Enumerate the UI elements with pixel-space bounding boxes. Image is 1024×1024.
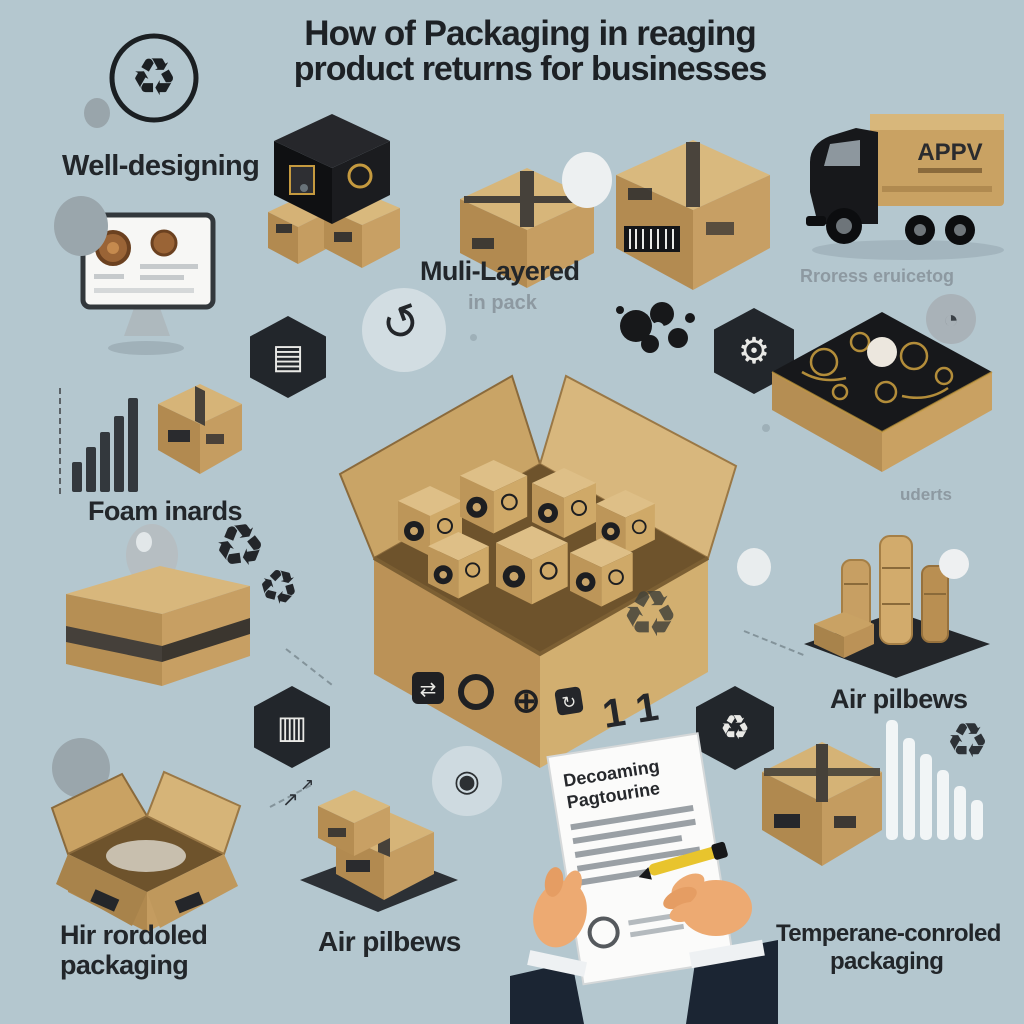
central-open-box-illustration: ♻ ⇄ ⊕ 1 1 ↻ [338, 374, 738, 768]
chart-bar [920, 754, 932, 840]
decor-dot [762, 424, 770, 432]
left-hand [510, 867, 588, 1024]
truck-trailer-text: APPV [917, 139, 982, 166]
label-temp-controlled-line2: packaging [830, 948, 944, 975]
layers-icon: ▤ [271, 338, 305, 376]
label-multi-layered: Muli-Layered [420, 256, 580, 286]
decor-blob [54, 196, 108, 256]
chart-bar [937, 770, 949, 840]
chart-bar [903, 738, 915, 840]
stamp-arrows-icon: ⇄ [420, 679, 437, 701]
chart-axis [59, 388, 61, 494]
recycle-glyph: ♻ [131, 49, 178, 107]
pen-icon [638, 841, 728, 880]
chart-bar [954, 786, 966, 840]
chart-bar [114, 416, 124, 492]
hex-badge-recycle: ♻ [696, 686, 774, 770]
chart-bar [72, 462, 82, 492]
box-recycle-stamp-icon: ♻ [621, 578, 678, 650]
label-temp-controlled-line1: Temperane-conroled [776, 920, 1001, 947]
decor-blob [562, 152, 612, 208]
label-in-pack: in pack [468, 292, 537, 314]
gear-icon: ⚙ [737, 330, 771, 371]
chart-bar [86, 447, 96, 492]
right-hand [663, 873, 778, 1024]
chart-bar [886, 720, 898, 840]
chart-bar [971, 800, 983, 840]
label-air-pillows-bottom: Air pilbews [318, 926, 461, 957]
label-air-controlled-line2: packaging [60, 950, 189, 980]
stamp-plus-icon: ⊕ [512, 682, 541, 720]
decor-dot [470, 334, 477, 341]
title-line-1: How of Packaging in reaging [304, 14, 756, 53]
dot-circle-badge: ◉ [432, 746, 502, 816]
page-title: How of Packaging in reaging product retu… [140, 14, 920, 89]
arrow-up-icon: ↗ [300, 775, 315, 794]
recycle-logo-icon: ♻ [109, 33, 199, 123]
label-well-designing: Well-designing [62, 150, 260, 182]
chart-bar [128, 398, 138, 492]
delivery-truck-illustration: APPV [806, 114, 1004, 260]
decline-bar-chart [886, 710, 988, 840]
ornate-box-illustration [771, 312, 993, 472]
stamp-numbers: 1 1 [600, 685, 662, 737]
recycle-icon: ♻ [719, 709, 751, 747]
signing-document-illustration: Decoaming Pagtourine [510, 732, 778, 1024]
label-foam-inserts: Foam inards [88, 496, 243, 526]
small-box-illustration [158, 384, 242, 474]
hex-badge-grid: ▥ [254, 686, 330, 768]
quarter-circle-badge: ◔ [926, 294, 976, 344]
ink-splat-icon [616, 302, 695, 353]
truck-window [824, 140, 860, 166]
label-air-controlled-line1: Hir rordoled [60, 920, 208, 950]
label-process-printing: Rroress eruicetog [800, 266, 955, 286]
decor-blob-highlight [136, 532, 152, 552]
chart-bar [100, 432, 110, 492]
dot-icon: ◉ [453, 764, 481, 798]
stamp-rotate-icon: ↻ [561, 692, 578, 713]
cross-tape-box-illustration [460, 168, 594, 288]
stacked-boxes-illustration [300, 790, 458, 912]
hex-badge-layers: ▤ [250, 316, 326, 398]
monitor-illustration [80, 212, 216, 355]
grid-icon: ▥ [276, 709, 308, 745]
decor-blob [84, 98, 110, 128]
open-box-illustration [50, 770, 242, 932]
cork-towers-illustration [804, 535, 990, 678]
recycle-icon: ♻ [946, 715, 990, 768]
black-cube-stack-illustration [268, 114, 400, 268]
swirl-circle [362, 288, 446, 372]
decor-dot [300, 184, 308, 192]
decor-blob [737, 548, 771, 586]
growth-bar-chart [56, 384, 144, 496]
quarter-icon: ◔ [943, 303, 959, 334]
label-air-pillows-right: Air pilbews [830, 684, 968, 714]
strapped-box-illustration [762, 742, 882, 866]
label-uderts: uderts [900, 485, 952, 504]
arrow-up-icon: ↗ [282, 789, 299, 811]
title-line-2: product returns for businesses [293, 50, 768, 89]
barcode-box-illustration [616, 140, 770, 290]
taped-box-illustration [66, 566, 250, 686]
